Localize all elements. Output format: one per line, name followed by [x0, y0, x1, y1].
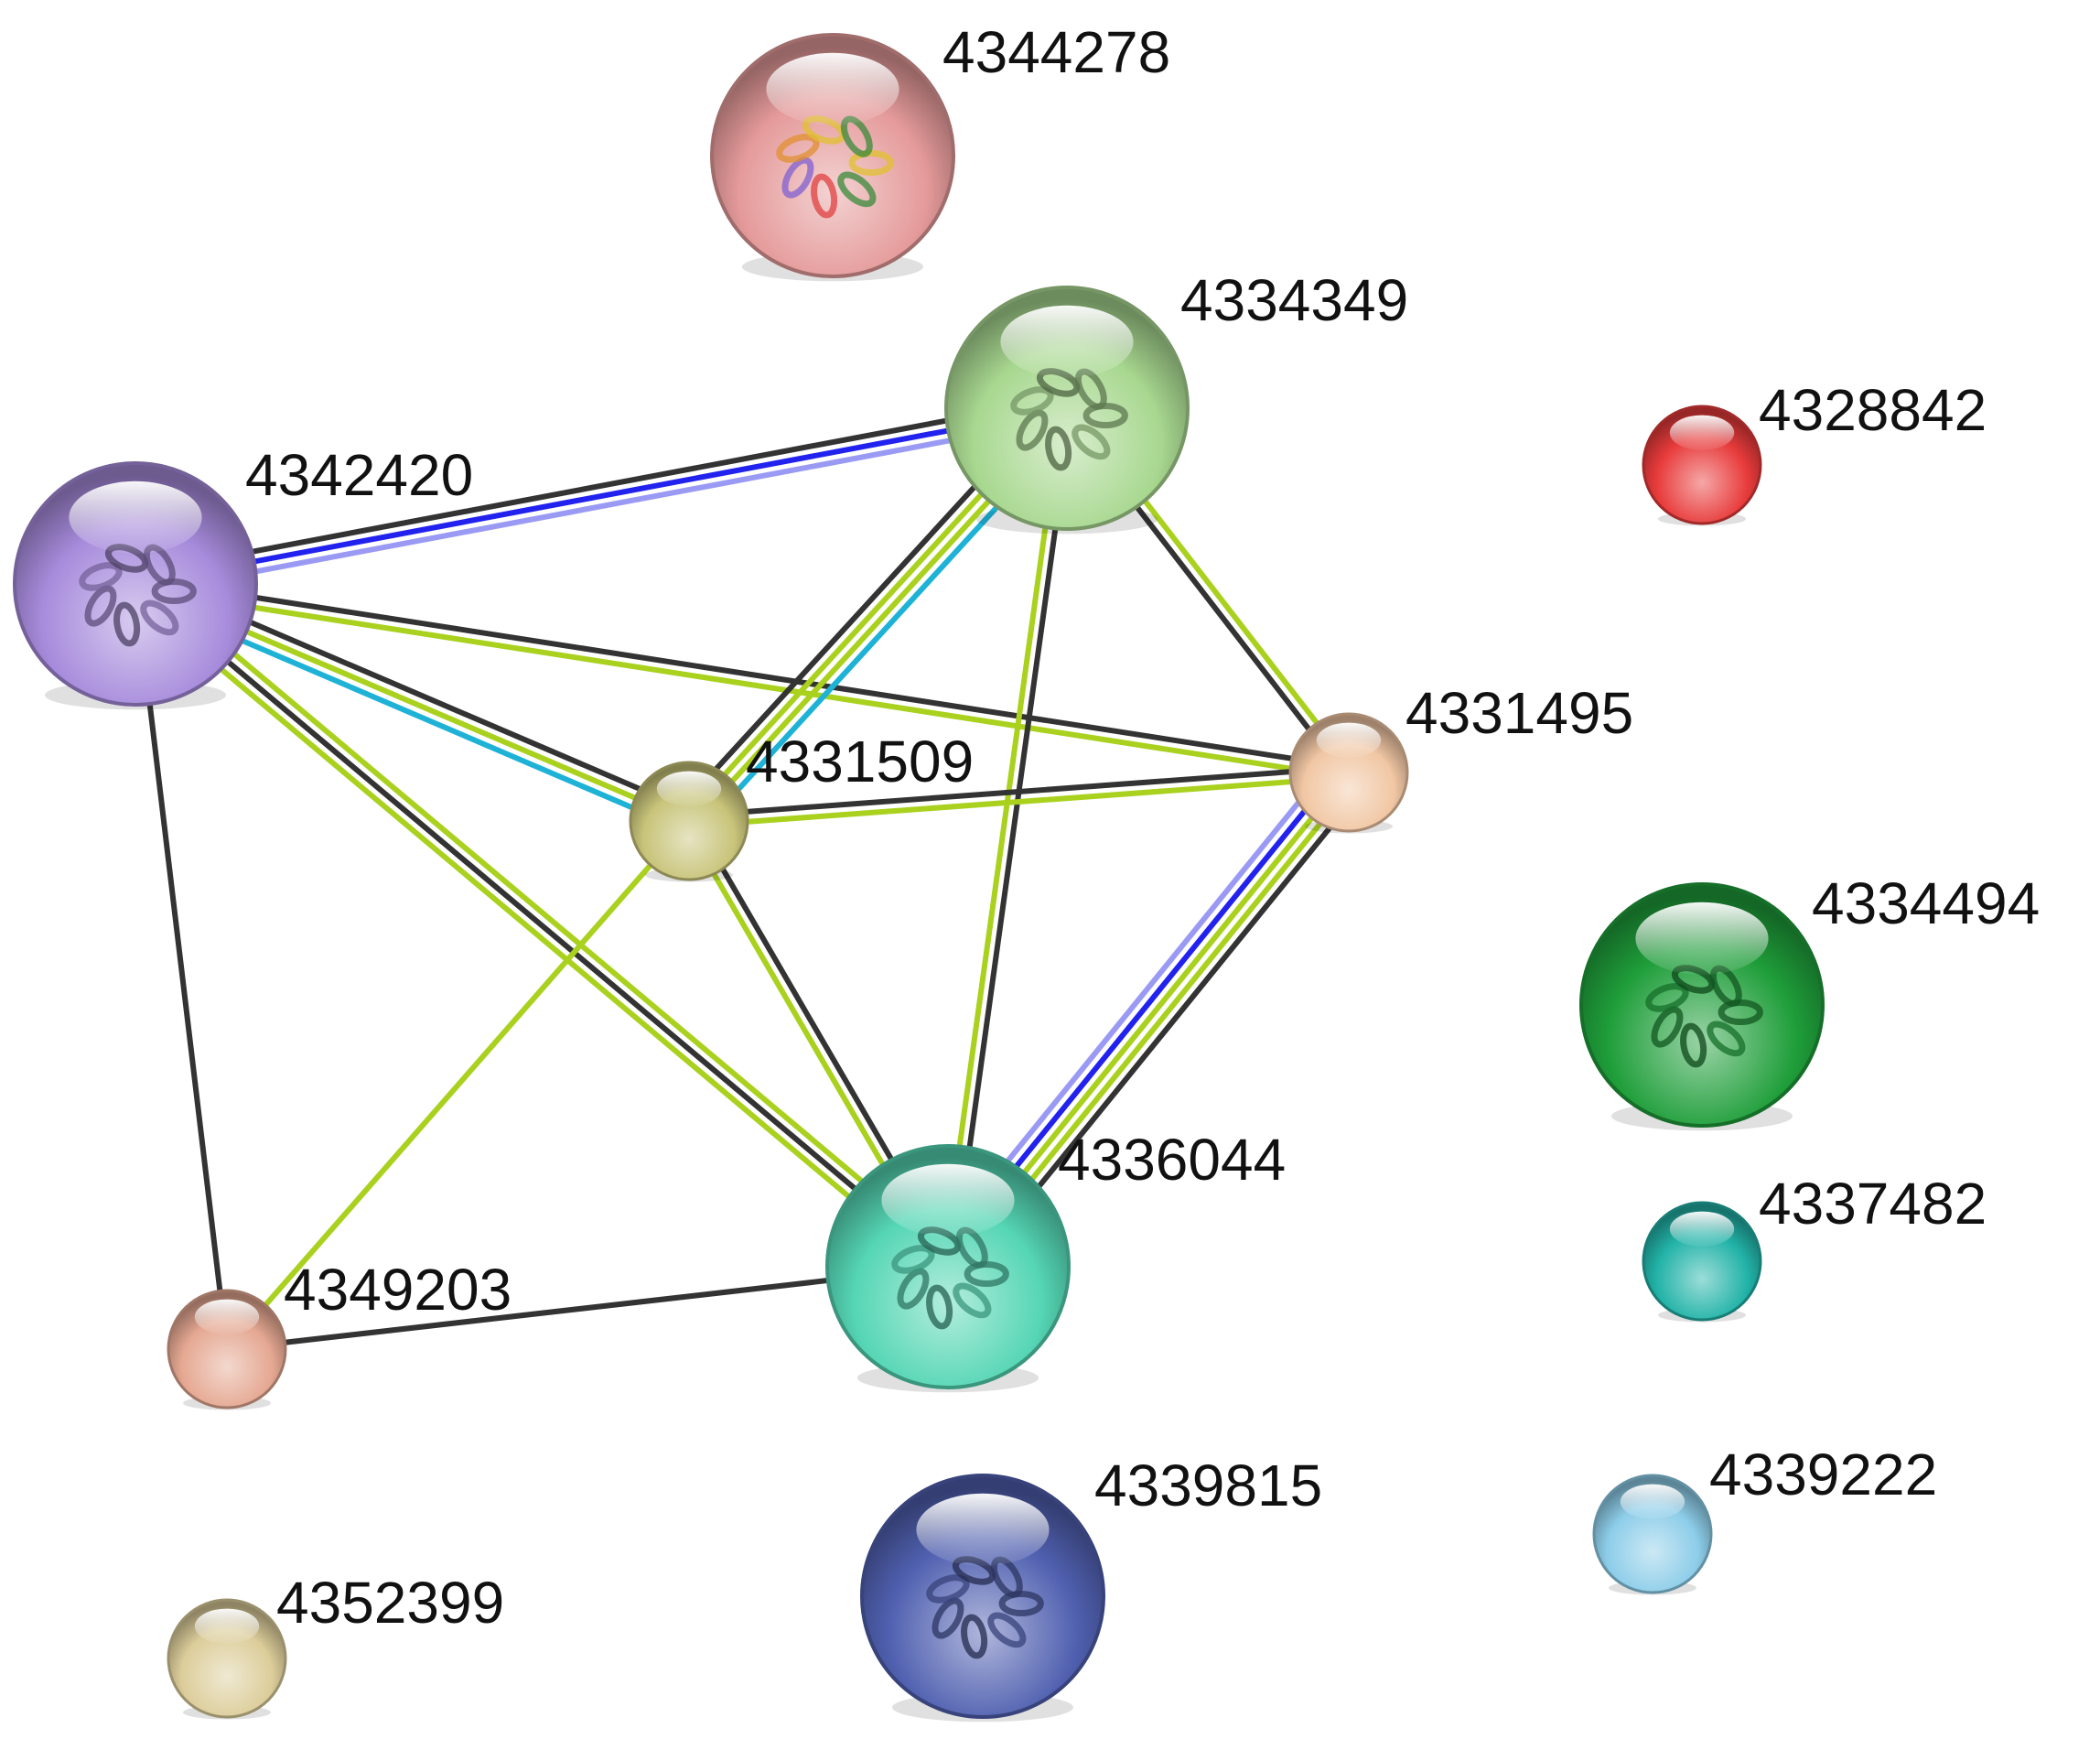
edge-line-textmining — [940, 405, 1065, 1269]
edge-line-coexpression — [133, 581, 230, 1352]
node-4339815[interactable]: 4339815 — [860, 1453, 1322, 1723]
helix-mark — [998, 1590, 1044, 1617]
helix-mark — [781, 157, 814, 199]
node-4344278[interactable]: 4344278 — [710, 19, 1170, 282]
helix-mark — [776, 134, 820, 163]
edge-line-textmining — [125, 589, 944, 1278]
helix-mark — [1072, 424, 1111, 460]
edge-4331509-4349203 — [224, 818, 692, 1352]
node-highlight — [916, 1493, 1050, 1566]
helix-mark — [1045, 426, 1072, 471]
node-label: 4331495 — [1405, 680, 1633, 746]
node-4337482[interactable]: 4337482 — [1642, 1171, 1987, 1323]
node-label: 4336044 — [1058, 1127, 1286, 1193]
node-highlight — [881, 1163, 1015, 1237]
helix-mark — [1082, 402, 1128, 429]
node-label: 4339222 — [1709, 1442, 1937, 1507]
helix-mark — [926, 1284, 953, 1330]
protein-structure-icon — [926, 1556, 1044, 1659]
edge-line-textmining — [224, 818, 692, 1352]
edge-4342420-4349203 — [133, 581, 230, 1352]
node-4331509[interactable]: 4331509 — [629, 729, 974, 882]
helix-mark — [1707, 1021, 1746, 1057]
helix-mark — [1645, 983, 1689, 1012]
edge-line-coexpression — [130, 395, 1068, 578]
edge-line-coexpression — [685, 764, 1352, 819]
node-label: 4344278 — [942, 19, 1170, 85]
edge-line-textmining — [686, 774, 1352, 829]
protein-structure-icon — [79, 544, 197, 647]
node-highlight — [1635, 902, 1769, 975]
node-highlight — [194, 1608, 260, 1645]
node-label: 4334349 — [1180, 267, 1408, 333]
helix-mark — [953, 1282, 992, 1319]
helix-mark — [1010, 386, 1054, 416]
helix-mark — [964, 1260, 1009, 1288]
edge-4334349-4336044 — [940, 405, 1075, 1270]
node-label: 4328842 — [1759, 377, 1987, 443]
edge-line-coexpression — [133, 581, 951, 1269]
helix-mark — [932, 1597, 964, 1639]
node-4328842[interactable]: 4328842 — [1642, 377, 1987, 526]
node-label: 4342420 — [245, 442, 473, 508]
edge-4342420-4334349 — [130, 395, 1072, 597]
helix-mark — [961, 1614, 988, 1659]
helix-mark — [151, 578, 197, 605]
node-highlight — [1669, 1211, 1735, 1248]
node-4349203[interactable]: 4349203 — [167, 1257, 512, 1410]
node-4334494[interactable]: 4334494 — [1579, 870, 2040, 1131]
helix-mark — [84, 585, 117, 627]
node-4334349[interactable]: 4334349 — [944, 267, 1408, 535]
edge-line-textmining — [139, 573, 958, 1262]
node-4331495[interactable]: 4331495 — [1288, 680, 1633, 834]
protein-structure-icon — [891, 1226, 1009, 1330]
node-highlight — [766, 52, 899, 125]
helix-mark — [891, 1245, 935, 1274]
node-highlight — [1316, 722, 1382, 758]
helix-mark — [140, 599, 179, 636]
edge-4331509-4331495 — [685, 764, 1352, 829]
node-highlight — [69, 481, 202, 555]
node-label: 4352399 — [276, 1570, 504, 1636]
helix-mark — [1718, 999, 1763, 1026]
edge-line-coexpression — [133, 576, 1352, 771]
helix-mark — [113, 601, 141, 647]
edge-4342420-4331495 — [132, 576, 1352, 781]
edge-line-homology_light — [135, 415, 1072, 597]
node-4352399[interactable]: 4352399 — [167, 1570, 504, 1720]
helix-mark — [926, 1574, 970, 1604]
node-label: 4331509 — [746, 729, 974, 794]
node-4342420[interactable]: 4342420 — [13, 442, 473, 710]
node-highlight — [194, 1299, 260, 1335]
node-highlight — [1000, 305, 1134, 378]
helix-mark — [1016, 409, 1049, 451]
edges-layer — [125, 394, 1368, 1352]
node-label: 4337482 — [1759, 1171, 1987, 1237]
helix-mark — [897, 1268, 930, 1310]
node-highlight — [1669, 415, 1735, 450]
node-highlight — [1620, 1484, 1685, 1520]
node-label: 4349203 — [284, 1257, 512, 1323]
helix-mark — [1680, 1022, 1707, 1068]
helix-mark — [848, 149, 894, 177]
nodes-layer: 4344278 4334349 4328842 4342420 4331509 43314… — [13, 19, 2040, 1723]
edge-4342420-4336044 — [125, 573, 958, 1278]
node-4339222[interactable]: 4339222 — [1592, 1442, 1937, 1595]
node-label: 4339815 — [1094, 1453, 1322, 1518]
node-highlight — [656, 771, 722, 806]
helix-mark — [811, 173, 838, 219]
helix-mark — [837, 171, 877, 208]
helix-mark — [79, 562, 123, 591]
node-label: 4334494 — [1812, 870, 2040, 936]
edge-line-homology — [133, 405, 1070, 587]
protein-structure-icon — [776, 115, 894, 219]
node-4336044[interactable]: 4336044 — [825, 1127, 1286, 1393]
helix-mark — [1651, 1006, 1684, 1048]
edge-line-coexpression — [950, 405, 1075, 1270]
helix-mark — [987, 1612, 1027, 1648]
edge-line-textmining — [132, 586, 1352, 781]
